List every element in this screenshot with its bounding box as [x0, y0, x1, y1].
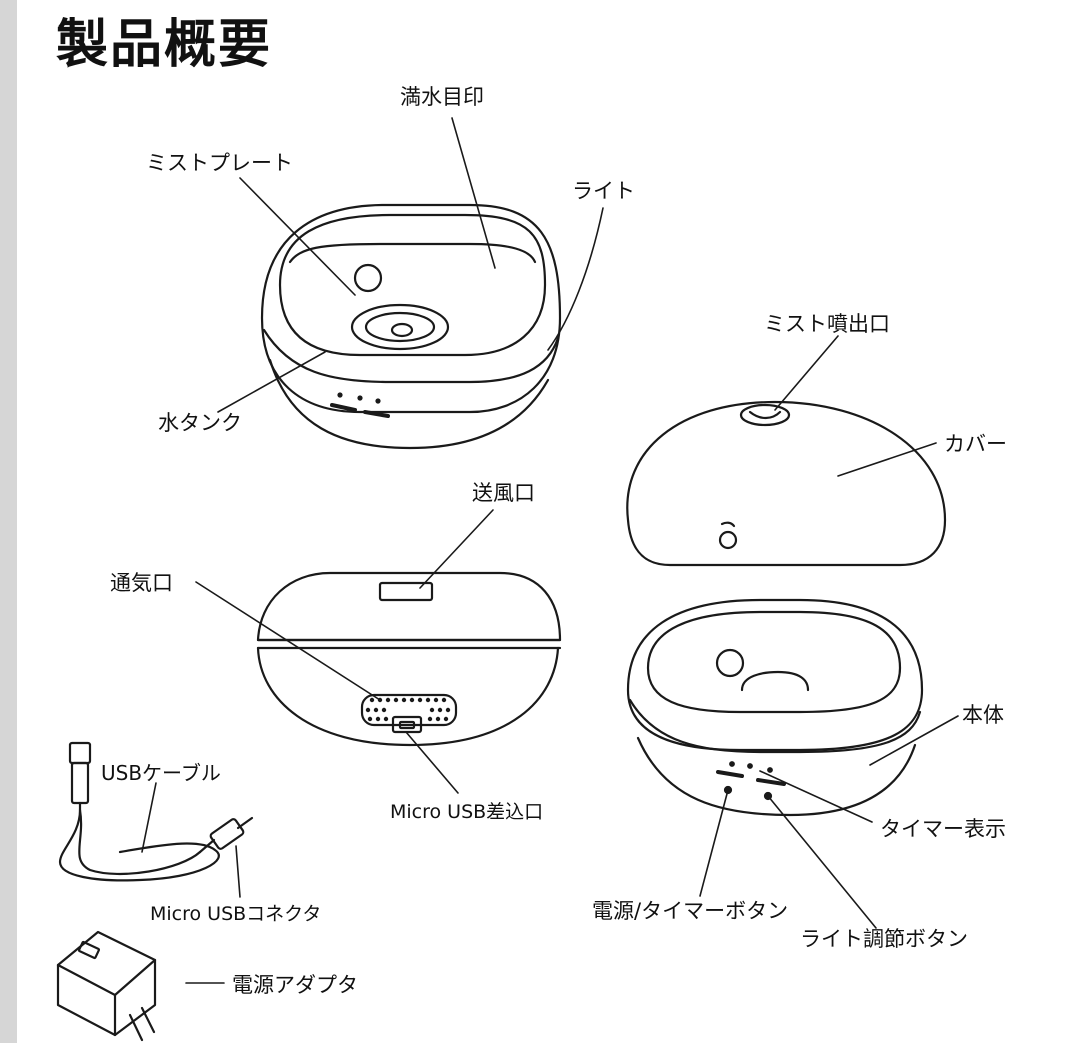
label-air-outlet: 送風口: [472, 481, 535, 505]
label-usb-cable: USBケーブル: [101, 761, 221, 785]
labels: 満水目印 ミストプレート ライト 水タンク ミスト噴出口 カバー 送風口 通気口…: [101, 85, 1007, 997]
label-timer-display: タイマー表示: [880, 817, 1006, 841]
label-micro-usb-connector: Micro USBコネクタ: [150, 903, 321, 925]
label-vent: 通気口: [110, 571, 173, 595]
label-micro-usb-port: Micro USB差込口: [390, 801, 543, 823]
rear-view-illustration: [256, 571, 562, 747]
page-title: 製品概要: [56, 15, 273, 75]
label-mist-outlet: ミスト噴出口: [764, 312, 890, 336]
label-light: ライト: [572, 179, 635, 203]
label-water-tank: 水タンク: [158, 411, 242, 435]
leader-lines: [141, 117, 959, 984]
usb-cable-illustration: [58, 741, 254, 882]
label-main-body: 本体: [962, 703, 1004, 727]
cover-illustration: [626, 400, 947, 567]
left-edge-bar: [0, 0, 17, 1043]
label-mist-plate: ミストプレート: [146, 151, 293, 175]
main-body-illustration: [626, 598, 924, 817]
power-adapter-illustration: [56, 930, 157, 1042]
water-tank-illustration: [260, 203, 562, 450]
label-power-timer-button: 電源/タイマーボタン: [592, 899, 788, 923]
label-cover: カバー: [944, 432, 1007, 456]
label-power-adapter: 電源アダプタ: [232, 973, 358, 997]
label-light-button: ライト調節ボタン: [800, 927, 968, 951]
label-water-full-mark: 満水目印: [400, 85, 484, 109]
